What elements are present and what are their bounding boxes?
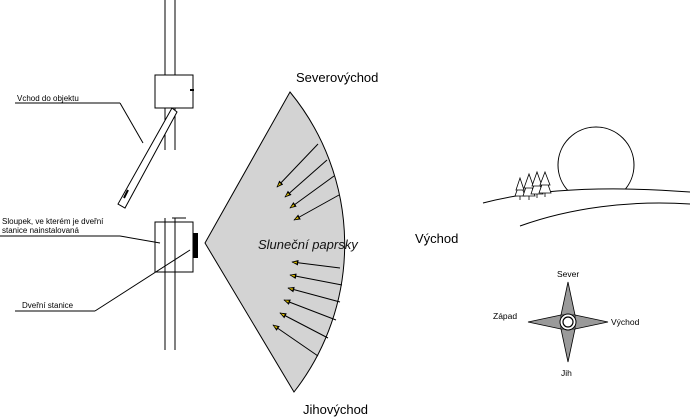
column-leader	[0, 235, 161, 244]
sunrise-landscape	[482, 126, 691, 240]
sun-ray-arrow	[284, 159, 328, 198]
compass-rose	[527, 281, 609, 363]
compass-south-label: Jih	[561, 368, 572, 378]
compass-south-point	[560, 328, 576, 363]
door-station-label: Dveřní stanice	[22, 301, 74, 310]
sun-ray-arrow	[279, 312, 329, 339]
sun-ray-arrow	[293, 194, 340, 221]
column-label-line2: stanice nainstalovaná	[2, 226, 79, 235]
column-box	[154, 217, 194, 273]
northeast-label: Severovýchod	[296, 70, 378, 85]
ray-arrows	[272, 143, 343, 357]
compass-east-label: Východ	[611, 317, 640, 327]
sun-ray-arrow	[276, 143, 319, 188]
entrance-box	[154, 74, 194, 109]
compass-west-point	[527, 314, 562, 330]
door-station-leader	[15, 249, 191, 312]
sun-ray-arrow	[272, 324, 319, 357]
sun-ray-sector	[204, 91, 346, 393]
southeast-label: Jihovýchod	[303, 402, 368, 417]
sun-ray-arrow	[287, 286, 341, 303]
sun-ray-arrow	[289, 175, 335, 209]
compass-east-point	[574, 314, 609, 330]
compass-west-label: Západ	[493, 311, 517, 321]
door-station-unit	[193, 233, 198, 258]
entrance-door-leaf	[117, 107, 178, 209]
trees-icon	[514, 170, 552, 200]
sun-ray-arrow	[291, 260, 341, 269]
sun-ray-arrow	[289, 273, 343, 286]
entrance-label: Vchod do objektu	[17, 94, 79, 103]
front-hill	[520, 202, 690, 240]
compass-north-label: Sever	[557, 269, 579, 279]
compass-north-point	[560, 281, 576, 316]
sun-rays-label: Sluneční paprsky	[258, 237, 359, 252]
east-label: Východ	[415, 231, 458, 246]
lower-pole	[164, 218, 176, 350]
column-label-line1: Sloupek, ve kterém je dveřní	[2, 217, 104, 226]
sun-ray-arrow	[283, 299, 337, 321]
entrance-leader	[15, 102, 144, 144]
